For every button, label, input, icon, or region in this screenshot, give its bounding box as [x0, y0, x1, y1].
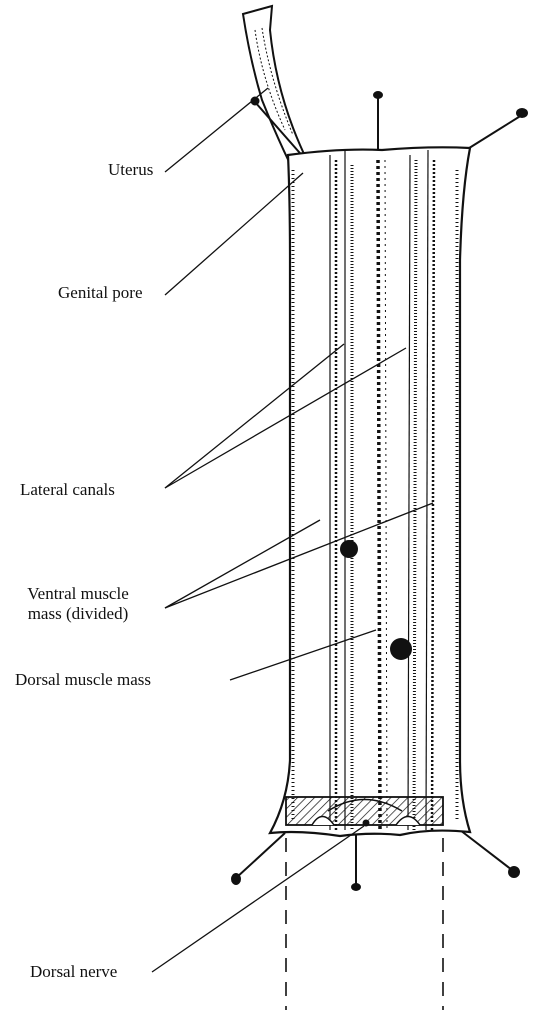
label-dorsal-nerve: Dorsal nerve	[30, 962, 117, 982]
worm-body	[270, 147, 470, 836]
label-genital-pore: Genital pore	[58, 283, 143, 303]
label-ventral-muscle-mass-line2: mass (divided)	[0, 604, 158, 624]
cross-section	[286, 797, 443, 827]
label-uterus: Uterus	[108, 160, 153, 180]
label-lateral-canals: Lateral canals	[20, 480, 115, 500]
label-dorsal-muscle-mass: Dorsal muscle mass	[15, 670, 151, 690]
uterus-tube	[243, 6, 319, 176]
label-ventral-muscle-mass-line1: Ventral muscle	[0, 584, 158, 604]
label-ventral-muscle-mass: Ventral muscle mass (divided)	[0, 584, 158, 624]
